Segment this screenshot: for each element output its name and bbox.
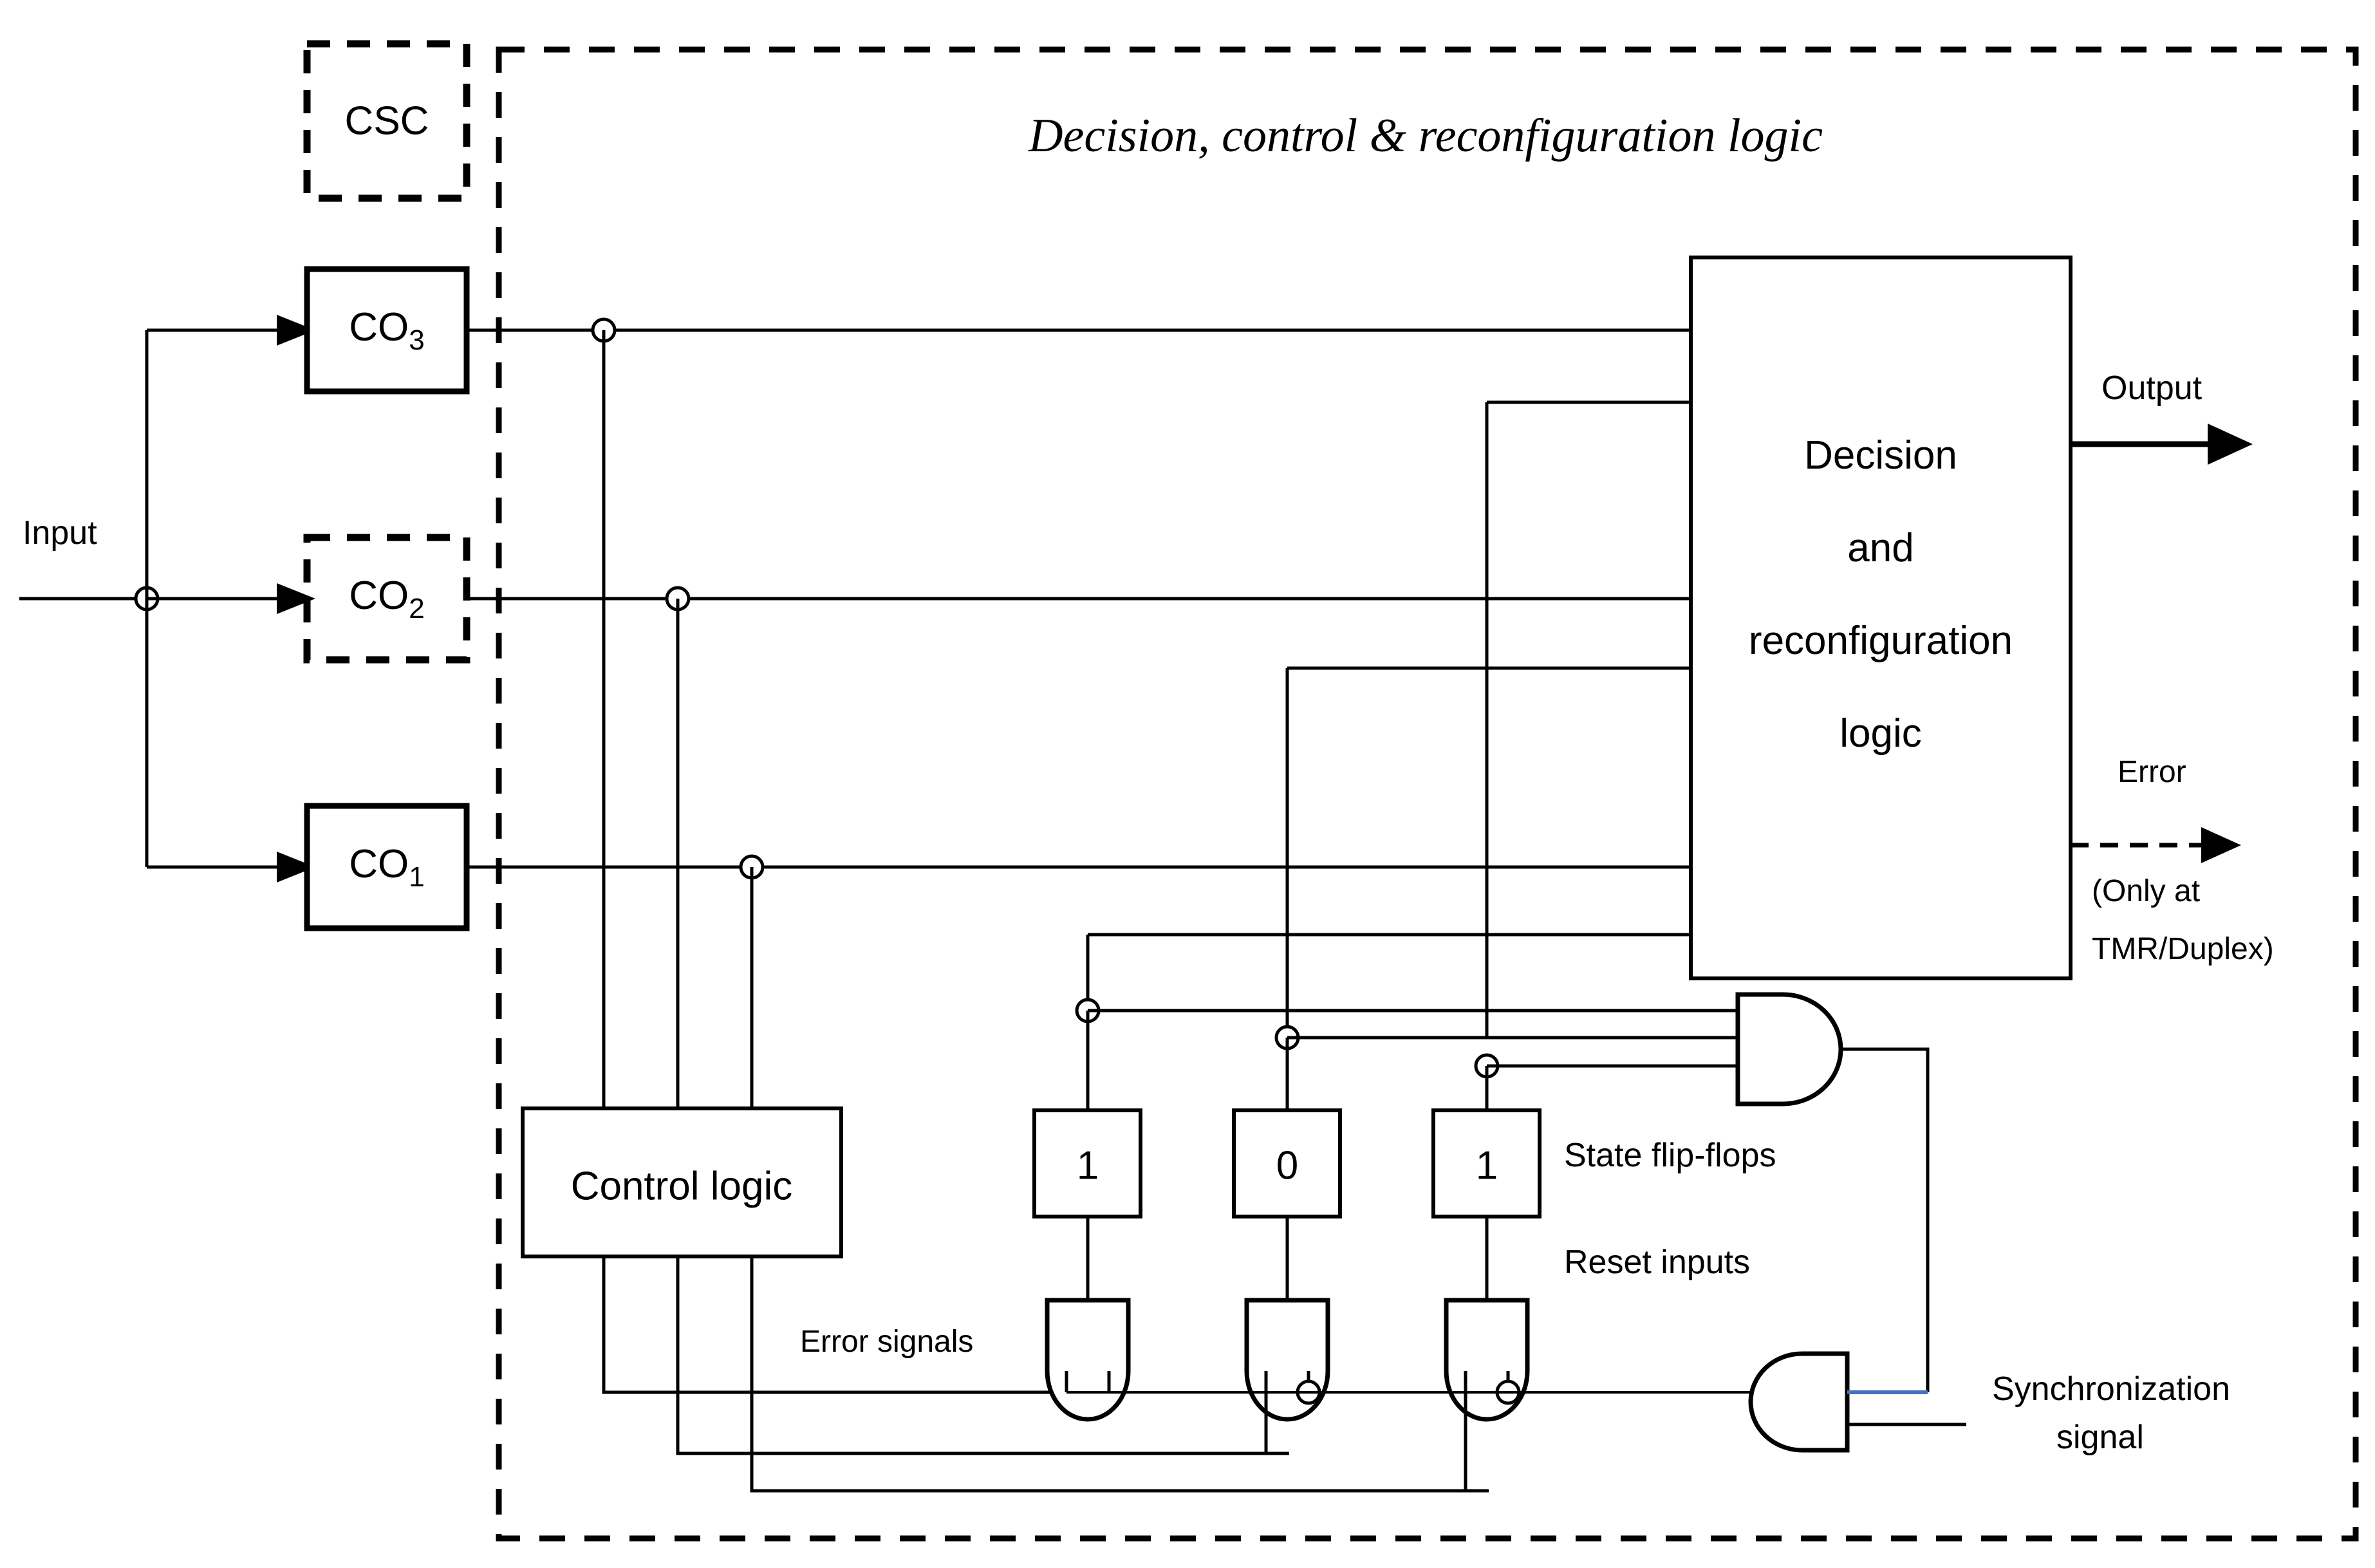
csc-box[interactable] <box>303 40 470 202</box>
error-label: Error <box>2118 755 2186 789</box>
control-output-3-route <box>750 1256 1489 1493</box>
co3-box[interactable] <box>304 266 470 395</box>
control-logic-label: Control logic <box>571 1164 793 1208</box>
error-note-line-2: TMR/Duplex) <box>2092 932 2274 966</box>
sync-signal-label-line-1: Synchronization <box>1992 1370 2230 1408</box>
control-logic-block[interactable] <box>521 1106 843 1258</box>
error-arrowhead <box>2201 827 2241 863</box>
decision-reconfiguration-block[interactable] <box>1689 256 2072 980</box>
state-flip-flop-1[interactable] <box>1032 1108 1142 1218</box>
csc-label: CSC <box>345 98 429 143</box>
decision-block-line-3: reconfiguration <box>1749 619 2013 663</box>
and-top-output-route <box>1841 1047 1930 1392</box>
control-output-2-route <box>676 1256 1289 1455</box>
control-output-1-route <box>602 1256 1078 1394</box>
co1-label: CO1 <box>349 842 424 892</box>
synchronization-and-gate[interactable] <box>1748 1351 1850 1453</box>
input-label: Input <box>23 514 97 552</box>
flip-flop-2-value: 0 <box>1276 1143 1298 1188</box>
output-label: Output <box>2101 369 2203 407</box>
decision-control-region-border <box>496 46 2359 1542</box>
output-arrowhead <box>2208 424 2253 465</box>
arrow-to-co3 <box>277 315 315 346</box>
arrow-to-co2 <box>277 583 315 614</box>
reset-and-gate-1[interactable] <box>1045 1298 1131 1422</box>
co3-label: CO3 <box>349 305 424 355</box>
error-note-line-1: (Only at <box>2092 874 2200 908</box>
flip-flop-3-value: 1 <box>1476 1143 1498 1188</box>
decision-block-line-2: and <box>1847 526 1914 570</box>
flip-flop-1-value: 1 <box>1077 1143 1099 1188</box>
state-flip-flops-label: State flip-flops <box>1564 1137 1776 1174</box>
co2-label: CO2 <box>349 574 424 624</box>
reset-inputs-label: Reset inputs <box>1564 1244 1750 1281</box>
arrow-to-co1 <box>277 852 315 882</box>
co1-box[interactable] <box>304 803 470 931</box>
decision-block-line-4: logic <box>1839 711 1922 756</box>
state-decode-and-gate[interactable] <box>1735 992 1843 1106</box>
decision-block-line-1: Decision <box>1804 433 1957 478</box>
sync-signal-label-line-2: signal <box>2056 1419 2144 1456</box>
error-signals-label: Error signals <box>800 1325 973 1359</box>
region-title: Decision, control & reconfiguration logi… <box>1028 109 1823 162</box>
